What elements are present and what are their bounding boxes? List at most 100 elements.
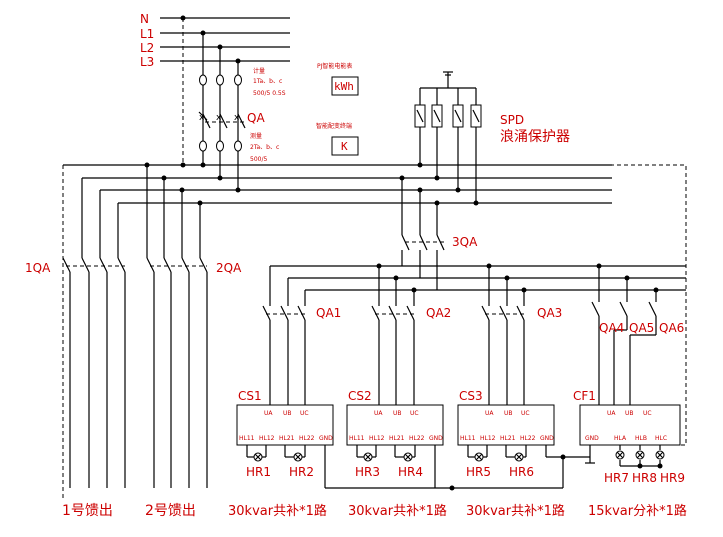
meter-ct-note-3: 500/5 0.5S [253, 90, 286, 97]
feeder-1-out-label: 1号馈出 [62, 503, 113, 519]
dashed-ground-run [62, 164, 687, 500]
meter-ct-note-2: 1Ta、b、c [253, 78, 282, 85]
kwh-meter-caption: PJ智能电能表 [317, 62, 352, 70]
cap-main-breaker-label: 3QA [452, 235, 478, 249]
svg-text:HL22: HL22 [520, 435, 536, 442]
branch-qa3 [481, 266, 525, 405]
svg-text:UB: UB [283, 410, 292, 417]
lamp-label-hr3: HR3 [355, 465, 380, 479]
svg-text:UA: UA [607, 410, 616, 417]
controller-symbol: K [341, 140, 348, 153]
lamp-label-hr1: HR1 [246, 465, 271, 479]
svg-text:HLB: HLB [635, 435, 647, 442]
svg-text:UC: UC [410, 410, 419, 417]
branch-qa2 [371, 266, 415, 405]
feeder-1qa [62, 178, 126, 488]
feeder-2-out-label: 2号馈出 [145, 503, 196, 519]
cap-group-1-label: 30kvar共补*1路 [228, 503, 327, 519]
main-breaker-label: QA [247, 111, 265, 125]
meter-ct-note-1: 计量 [253, 67, 265, 75]
svg-text:HL11: HL11 [239, 435, 255, 442]
cap-group-4-label: 15kvar分补*1路 [588, 503, 687, 519]
main-incomer: x x x [198, 33, 246, 190]
lamp-label-hr2: HR2 [289, 465, 314, 479]
svg-text:x: x [199, 113, 205, 123]
svg-text:UB: UB [393, 410, 402, 417]
svg-text:GND: GND [319, 435, 333, 442]
branch-qa1 [262, 266, 306, 405]
feeder-1qa-label: 1QA [25, 261, 51, 275]
svg-text:x: x [216, 113, 222, 123]
metering-ct-icon [199, 74, 242, 86]
svg-text:UB: UB [504, 410, 513, 417]
bus-label-n: N [140, 12, 149, 26]
feeder-2qa-label: 2QA [216, 261, 242, 275]
spd-name: 浪涌保护器 [500, 129, 570, 145]
svg-text:HL11: HL11 [460, 435, 476, 442]
incoming-busbars [160, 15, 290, 64]
bus-label-l3: L3 [140, 55, 154, 69]
feeder-2qa [146, 165, 208, 488]
measure-ct-note-2: 2Ta、b、c [250, 144, 279, 151]
lamp-label-hr9: HR9 [660, 471, 685, 485]
measure-ct-note-3: 500/5 [250, 156, 267, 163]
svg-text:HL11: HL11 [349, 435, 365, 442]
measure-ct-note-1: 测量 [250, 132, 262, 140]
lamp-label-hr7: HR7 [604, 471, 629, 485]
bus-label-l1: L1 [140, 27, 154, 41]
controller-cf1: CF1 UA UB UC GND HLA HLB HLC [573, 389, 681, 446]
controller-caption: 智能配变终端 [316, 122, 352, 130]
controller-cs2: CS2 UA UB UC HL11 HL12 HL21 HL22 GND [346, 389, 444, 446]
branch-label-qa2: QA2 [426, 306, 451, 320]
indicator-lamp-icons [253, 450, 665, 462]
bus-label-l2: L2 [140, 41, 154, 55]
cap-group-2-label: 30kvar共补*1路 [348, 503, 447, 519]
svg-text:CS2: CS2 [348, 389, 372, 403]
svg-text:HLC: HLC [655, 435, 667, 442]
main-breaker-qa-icon: x x x [198, 111, 246, 129]
branch-label-qa1: QA1 [316, 306, 341, 320]
cap-main-breaker-3qa [401, 178, 445, 290]
svg-text:GND: GND [540, 435, 554, 442]
svg-text:UC: UC [300, 410, 309, 417]
cap-group-3-label: 30kvar共补*1路 [466, 503, 565, 519]
svg-text:CS3: CS3 [459, 389, 483, 403]
main-distribution-bus [63, 162, 612, 206]
svg-text:UC: UC [643, 410, 652, 417]
branch-label-qa4: QA4 [599, 321, 624, 335]
svg-text:HL22: HL22 [299, 435, 315, 442]
svg-text:HL22: HL22 [409, 435, 425, 442]
svg-text:CF1: CF1 [573, 389, 596, 403]
measuring-ct-icon [199, 140, 242, 152]
lamp-label-hr5: HR5 [466, 465, 491, 479]
lamp-label-hr8: HR8 [632, 471, 657, 485]
svg-text:x: x [234, 113, 240, 123]
controller-cs3: CS3 UA UB UC HL11 HL12 HL21 HL22 GND [457, 389, 555, 446]
svg-text:HL21: HL21 [389, 435, 405, 442]
svg-text:UC: UC [521, 410, 530, 417]
lamp-label-hr6: HR6 [509, 465, 534, 479]
lamp-label-hr4: HR4 [398, 465, 423, 479]
svg-text:HL21: HL21 [279, 435, 295, 442]
controller-box [331, 136, 359, 156]
indicator-lamp-wiring [246, 445, 663, 491]
svg-text:UB: UB [625, 410, 634, 417]
svg-text:HLA: HLA [614, 435, 627, 442]
branch-label-qa5: QA5 [629, 321, 654, 335]
svg-text:UA: UA [264, 410, 273, 417]
svg-text:GND: GND [585, 435, 599, 442]
svg-text:UA: UA [485, 410, 494, 417]
controller-cs1: CS1 UA UB UC HL11 HL12 HL21 HL22 GND [236, 389, 334, 446]
svg-text:GND: GND [429, 435, 443, 442]
branch-label-qa6: QA6 [659, 321, 684, 335]
svg-text:HL12: HL12 [259, 435, 275, 442]
svg-text:UA: UA [374, 410, 383, 417]
svg-text:HL21: HL21 [500, 435, 516, 442]
capacitor-busbars [270, 263, 686, 293]
spd-icon [414, 71, 482, 203]
svg-text:CS1: CS1 [238, 389, 262, 403]
branch-qa4-qa6 [591, 266, 657, 405]
branch-label-qa3: QA3 [537, 306, 562, 320]
